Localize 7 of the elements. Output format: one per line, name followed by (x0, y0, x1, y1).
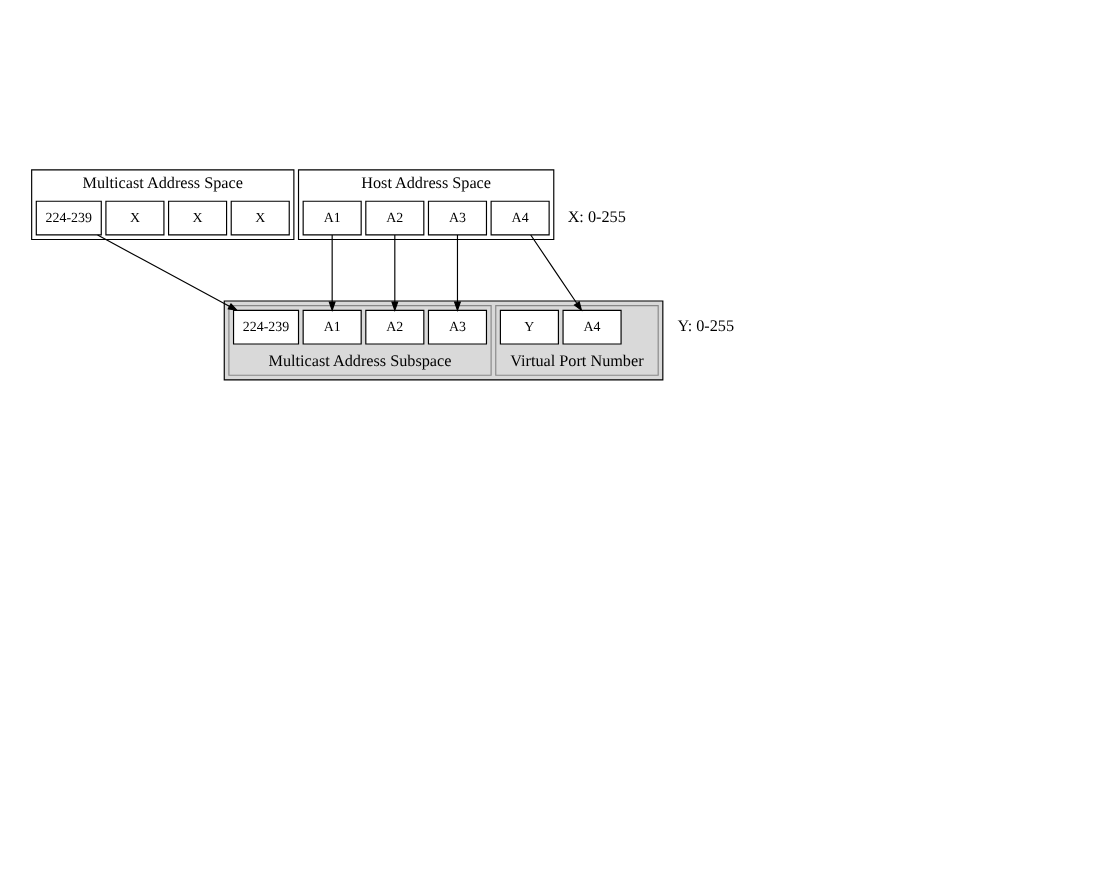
arrow (453, 233, 462, 311)
label: Y: 0-255 (677, 316, 735, 335)
arrow (97, 233, 239, 311)
arrow (328, 233, 336, 311)
arrow (530, 233, 583, 311)
arrow (391, 233, 399, 311)
label: X: 0-255 (567, 207, 626, 226)
